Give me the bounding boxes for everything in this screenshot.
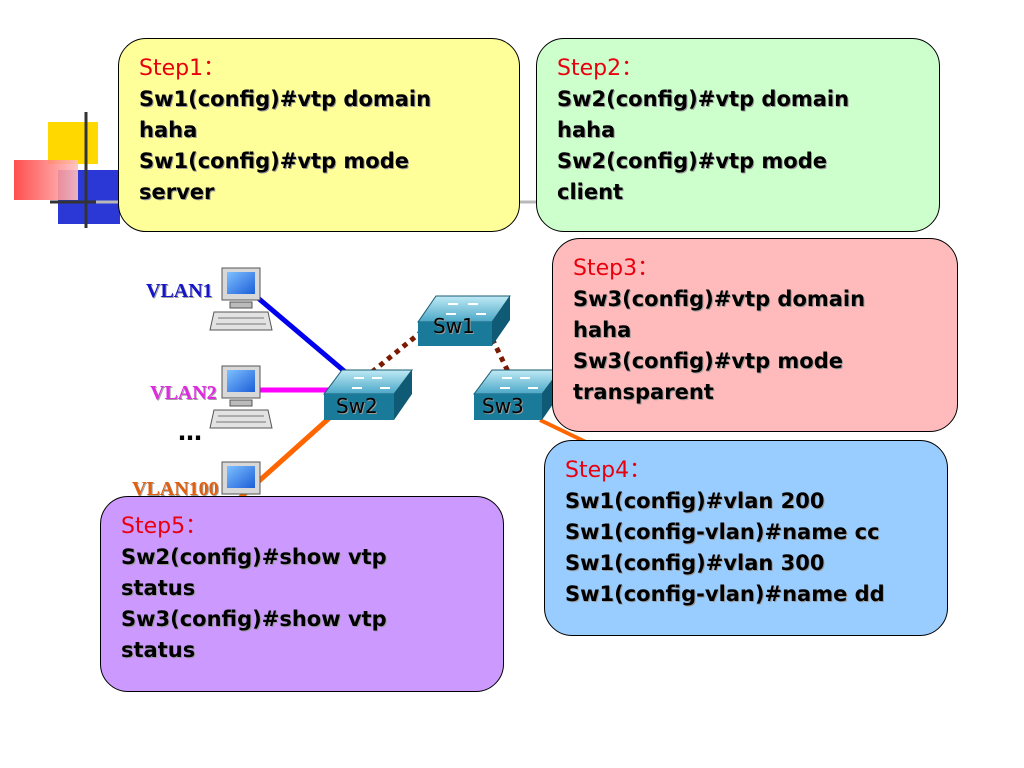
step1-line: server xyxy=(139,180,215,204)
switch-sw1 xyxy=(417,295,511,346)
step3-line: Sw3(config)#vtp domain xyxy=(573,287,866,311)
step1-title: Step1： xyxy=(139,56,226,81)
sw3-label: Sw3 xyxy=(482,394,524,418)
step4-line: Sw1(config-vlan)#name cc xyxy=(565,520,880,544)
pc-vlan100 xyxy=(221,461,261,495)
step1-callout: Step1： Sw1(config)#vtp domain haha Sw1(c… xyxy=(118,38,520,232)
step5-line: Sw3(config)#show vtp xyxy=(121,607,387,631)
step5-callout: Step5： Sw2(config)#show vtp status Sw3(c… xyxy=(100,496,504,692)
pc-vlan2 xyxy=(209,365,273,429)
step3-callout: Step3： Sw3(config)#vtp domain haha Sw3(c… xyxy=(552,238,958,432)
step5-title: Step5： xyxy=(121,514,208,539)
sw2-label: Sw2 xyxy=(336,394,378,418)
step2-title: Step2： xyxy=(557,56,644,81)
step2-line: Sw2(config)#vtp mode xyxy=(557,149,828,173)
step4-line: Sw1(config)#vlan 200 xyxy=(565,489,825,513)
step5-line: Sw2(config)#show vtp xyxy=(121,545,387,569)
step4-callout: Step4： Sw1(config)#vlan 200 Sw1(config-v… xyxy=(544,440,948,636)
vlan1-link xyxy=(256,296,352,378)
vlan2-label: VLAN2 xyxy=(150,382,217,404)
step4-line: Sw1(config)#vlan 300 xyxy=(565,551,825,575)
step2-line: haha xyxy=(557,118,616,142)
step3-line: transparent xyxy=(573,380,714,404)
network-links xyxy=(238,296,591,500)
step1-line: Sw1(config)#vtp mode xyxy=(139,149,410,173)
more-vlans-ellipsis: … xyxy=(178,418,202,446)
step2-line: Sw2(config)#vtp domain xyxy=(557,87,850,111)
step4-line: Sw1(config-vlan)#name dd xyxy=(565,582,885,606)
step3-line: haha xyxy=(573,318,632,342)
step2-line: client xyxy=(557,180,624,204)
vlan1-label: VLAN1 xyxy=(146,280,213,302)
switch-sw2 xyxy=(323,369,413,420)
step5-line: status xyxy=(121,638,196,662)
step3-line: Sw3(config)#vtp mode xyxy=(573,349,844,373)
trunk-sw1-sw2 xyxy=(370,326,428,374)
step3-title: Step3： xyxy=(573,256,660,281)
step1-line: haha xyxy=(139,118,198,142)
pc-vlan1 xyxy=(209,267,273,331)
step2-callout: Step2： Sw2(config)#vtp domain haha Sw2(c… xyxy=(536,38,940,232)
step5-line: status xyxy=(121,576,196,600)
sw1-label: Sw1 xyxy=(433,314,475,338)
vlan100-label: VLAN100 xyxy=(132,478,219,500)
step1-line: Sw1(config)#vtp domain xyxy=(139,87,432,111)
step4-title: Step4： xyxy=(565,458,652,483)
